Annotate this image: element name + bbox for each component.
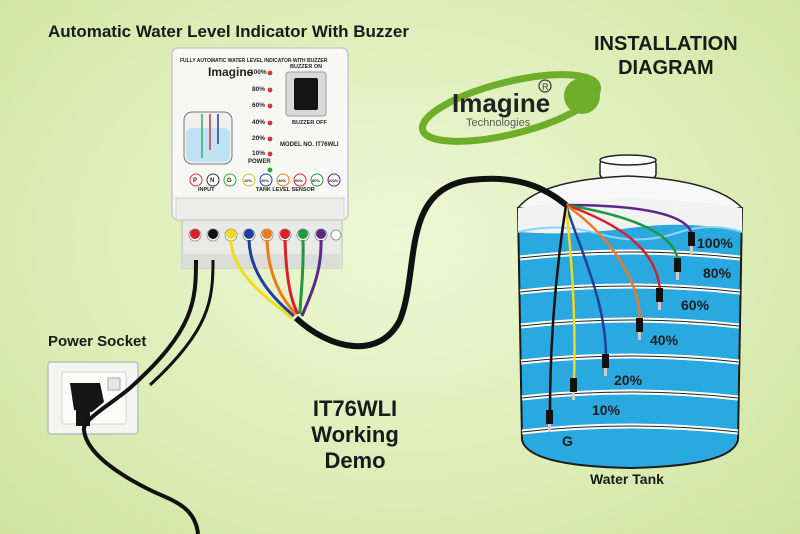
panel-leds: [267, 70, 273, 173]
panel-level-100: 100%: [250, 69, 267, 76]
panel-sensor-label: TANK LEVEL SENSOR: [256, 187, 315, 193]
brand-logo: [418, 71, 602, 145]
demo-title-line1: IT76WLI: [312, 396, 398, 421]
panel-mini-tank-icon: [183, 111, 233, 165]
terminal-wire-stubs: [190, 229, 326, 239]
demo-title-line2: Working: [311, 422, 399, 447]
panel-sensor-60: 60%: [295, 178, 303, 183]
buzzer-rocker: [294, 78, 318, 110]
panel-input-label: INPUT: [198, 187, 215, 193]
panel-sensor-100: 100%: [328, 178, 339, 183]
demo-title-line3: Demo: [324, 448, 386, 473]
panel-sensor-80: 80%: [312, 178, 320, 183]
panel-input-n: N: [210, 178, 214, 184]
panel-level-60: 60%: [252, 102, 265, 109]
brand-registered-mark: R: [542, 82, 549, 92]
tank-level-ground: G: [562, 433, 573, 449]
panel-level-40: 40%: [252, 119, 265, 126]
tank-level-40: 40%: [650, 332, 679, 348]
installation-title-line2: DIAGRAM: [618, 57, 714, 79]
panel-sensor-20: 20%: [261, 178, 269, 183]
power-socket-label: Power Socket: [48, 333, 147, 350]
panel-input-p: P: [193, 178, 197, 184]
power-socket: [47, 361, 139, 435]
demo-title: IT76WLI Working Demo: [300, 396, 410, 474]
panel-level-10: 10%: [252, 150, 265, 157]
installation-diagram-title: INSTALLATION DIAGRAM: [594, 32, 738, 80]
brand-name: Imagine: [452, 88, 550, 118]
brand-subtitle: Technologies: [466, 117, 531, 129]
power-cable: [82, 259, 200, 534]
tank-level-10: 10%: [592, 402, 621, 418]
panel-brand-name: Imagine: [208, 65, 254, 79]
water-tank-label: Water Tank: [590, 471, 664, 487]
panel-sensor-10: 10%: [244, 178, 252, 183]
panel-level-20: 20%: [252, 135, 265, 142]
sensor-bundle-cable: [293, 175, 568, 349]
sensor-wires-panel: [229, 239, 323, 320]
installation-title-line1: INSTALLATION: [594, 33, 738, 55]
panel-top-text: FULLY AUTOMATIC WATER LEVEL INDICATOR WI…: [180, 58, 328, 64]
panel-model-number: MODEL NO. IT76WLI: [280, 142, 339, 148]
panel-buzzer-on-label: BUZZER ON: [290, 64, 322, 70]
neutral-wire: [148, 259, 215, 387]
page-title: Automatic Water Level Indicator With Buz…: [48, 22, 409, 41]
panel-input-terminal-icons: [189, 173, 237, 187]
panel-sensor-40: 40%: [278, 178, 286, 183]
tank-level-80: 80%: [703, 265, 732, 281]
tank-level-20: 20%: [614, 372, 643, 388]
tank-level-60: 60%: [681, 297, 710, 313]
panel-level-80: 80%: [252, 86, 265, 93]
tank-probe-wires: [548, 203, 694, 413]
tank-level-100: 100%: [697, 235, 733, 251]
panel-sensor-terminal-icons: [242, 173, 341, 187]
tank-probes: [546, 232, 695, 432]
panel-input-g: G: [227, 178, 232, 184]
panel-power-label: POWER: [248, 159, 271, 165]
panel-buzzer-off-label: BUZZER OFF: [292, 120, 327, 126]
